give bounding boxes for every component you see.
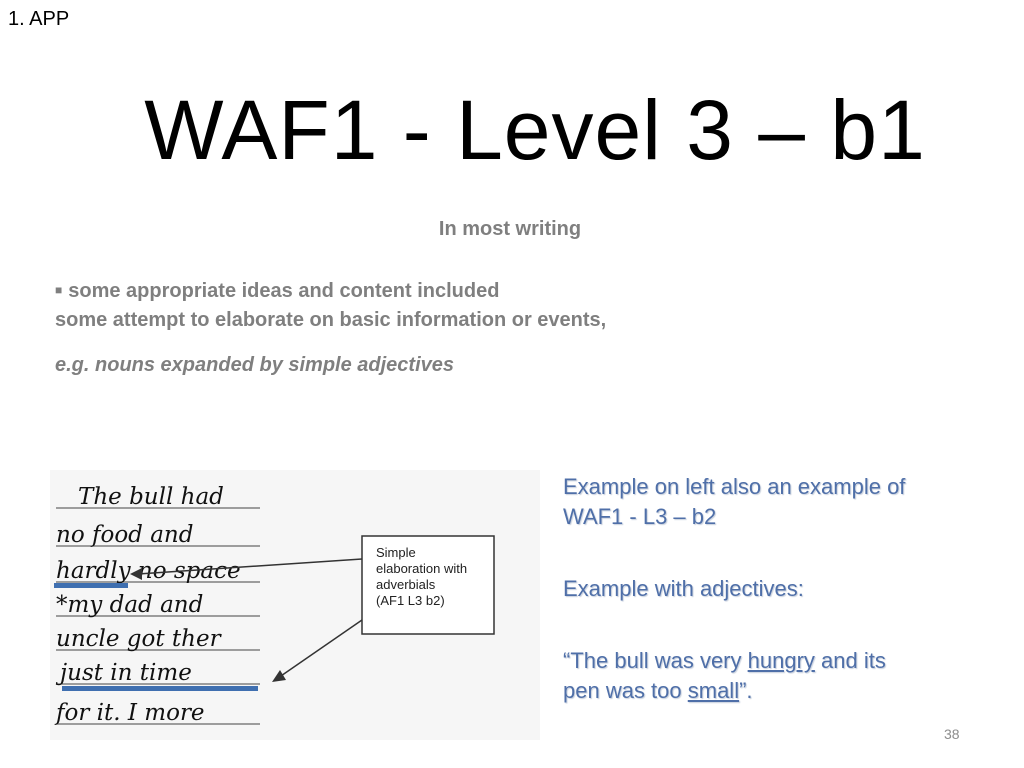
callout-arrow	[137, 558, 363, 575]
slide-title: WAF1 - Level 3 – b1	[144, 83, 926, 177]
handwriting-line: for it. I more	[54, 700, 205, 726]
handwriting-line: hardly no space	[56, 558, 241, 584]
handwriting-sample-image: The bull had no food and hardly no space…	[50, 470, 540, 740]
page-number: 38	[944, 726, 960, 742]
handwriting-line: The bull had	[78, 484, 224, 510]
explanation-paragraph-1: Example on left also an example of WAF1 …	[563, 472, 983, 532]
callout-box	[361, 535, 495, 635]
explanation-line-3: Example with adjectives:	[563, 576, 804, 601]
callout-text: Simple	[376, 545, 416, 560]
bullet-square-icon: ■	[55, 283, 63, 297]
bullet-item-1: ■ some appropriate ideas and content incl…	[55, 276, 606, 306]
handwriting-line: just in time	[55, 660, 192, 686]
adjective-small: small	[687, 678, 740, 703]
handwriting-line: *my dad and	[56, 592, 203, 618]
handwriting-line: uncle got ther	[56, 626, 223, 652]
handwriting-sample-svg: The bull had no food and hardly no space…	[54, 484, 495, 726]
underline-highlight	[54, 583, 128, 588]
handwriting-line: no food and	[56, 522, 193, 548]
adjective-hungry: hungry	[747, 648, 815, 673]
bullet-item-2: some attempt to elaborate on basic infor…	[55, 309, 607, 331]
example-note: e.g. nouns expanded by simple adjectives	[55, 354, 455, 376]
callout-text: elaboration with	[376, 561, 467, 576]
callout-arrow	[277, 619, 363, 679]
callout-text: (AF1 L3 b2)	[376, 593, 445, 608]
quote-text: pen was too	[563, 678, 688, 703]
subheading: In most writing	[438, 218, 582, 240]
explanation-line-1: Example on left also an example of	[563, 474, 906, 499]
quote-text: ”.	[739, 678, 753, 703]
underline-highlight	[62, 686, 258, 691]
quote-text: “The bull was very	[563, 648, 748, 673]
bullet-text-1: some appropriate ideas and content inclu…	[68, 280, 500, 302]
callout-text: adverbials	[376, 577, 436, 592]
explanation-line-2: WAF1 - L3 – b2	[563, 504, 717, 529]
arrowhead-icon	[272, 670, 286, 682]
quote-paragraph: “The bull was very hungry and its pen wa…	[563, 646, 983, 706]
criteria-bullets: ■ some appropriate ideas and content incl…	[55, 276, 606, 335]
explanation-paragraph-2: Example with adjectives:	[563, 574, 983, 604]
section-label: 1. APP	[8, 8, 70, 30]
quote-text: and its	[814, 648, 886, 673]
arrowhead-icon	[130, 568, 142, 580]
explanation-panel: Example on left also an example of WAF1 …	[563, 472, 983, 748]
